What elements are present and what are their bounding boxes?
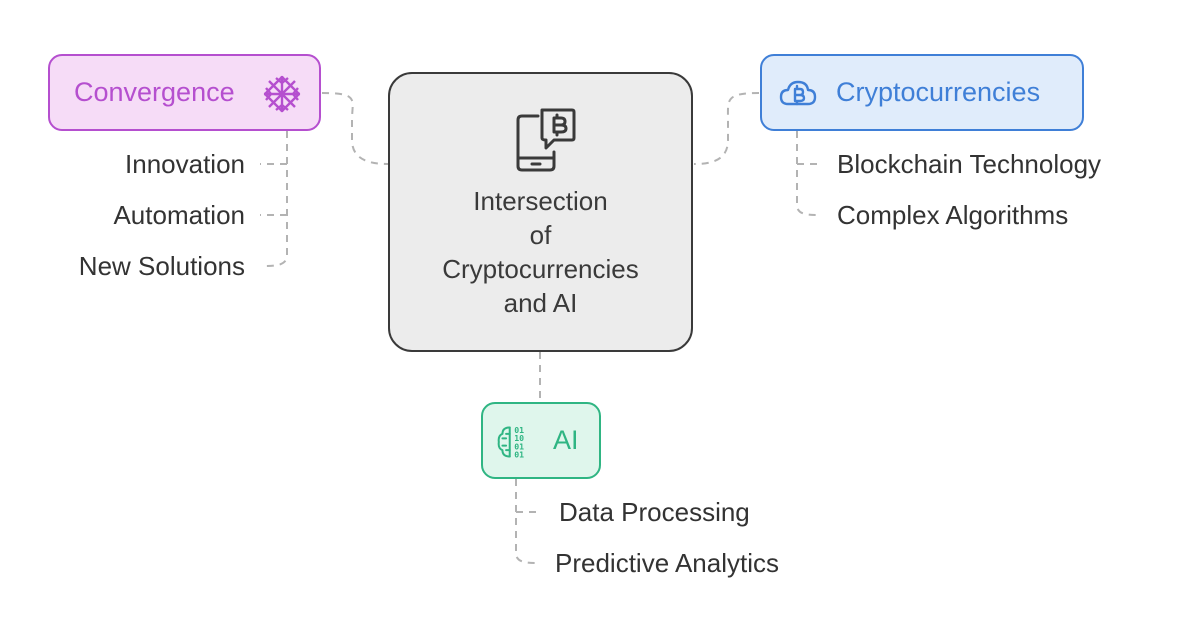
- cryptocurrencies-node: Cryptocurrencies: [760, 54, 1084, 131]
- central-topic-title: Intersection of Cryptocurrencies and AI: [442, 186, 639, 318]
- convergence-label: Convergence: [74, 77, 235, 107]
- convergence-item-automation: Automation: [113, 200, 245, 230]
- svg-text:01: 01: [514, 441, 524, 451]
- svg-text:10: 10: [514, 433, 524, 443]
- cryptocurrencies-label: Cryptocurrencies: [836, 77, 1041, 107]
- crypto-item-algorithms: Complex Algorithms: [837, 200, 1069, 230]
- svg-text:01: 01: [514, 449, 524, 459]
- bitcoin-cloud-icon: [779, 80, 817, 106]
- crypto-item-blockchain: Blockchain Technology: [837, 149, 1102, 179]
- convergence-item-new-solutions: New Solutions: [78, 251, 245, 281]
- snowflake-ornament-icon: [263, 75, 301, 113]
- svg-text:01: 01: [514, 425, 524, 435]
- ai-item-predictive-analytics: Predictive Analytics: [555, 548, 779, 578]
- convergence-node: Convergence: [48, 54, 321, 131]
- convergence-item-innovation: Innovation: [125, 149, 245, 179]
- smartphone-bitcoin-chat-icon: [516, 108, 576, 172]
- central-topic-node: Intersection of Cryptocurrencies and AI: [388, 72, 693, 352]
- brain-binary-icon: 01 10 01 01: [497, 425, 524, 459]
- ai-node: 01 10 01 01 AI: [481, 402, 601, 479]
- ai-label: AI: [553, 425, 579, 455]
- ai-item-data-processing: Data Processing: [559, 497, 750, 527]
